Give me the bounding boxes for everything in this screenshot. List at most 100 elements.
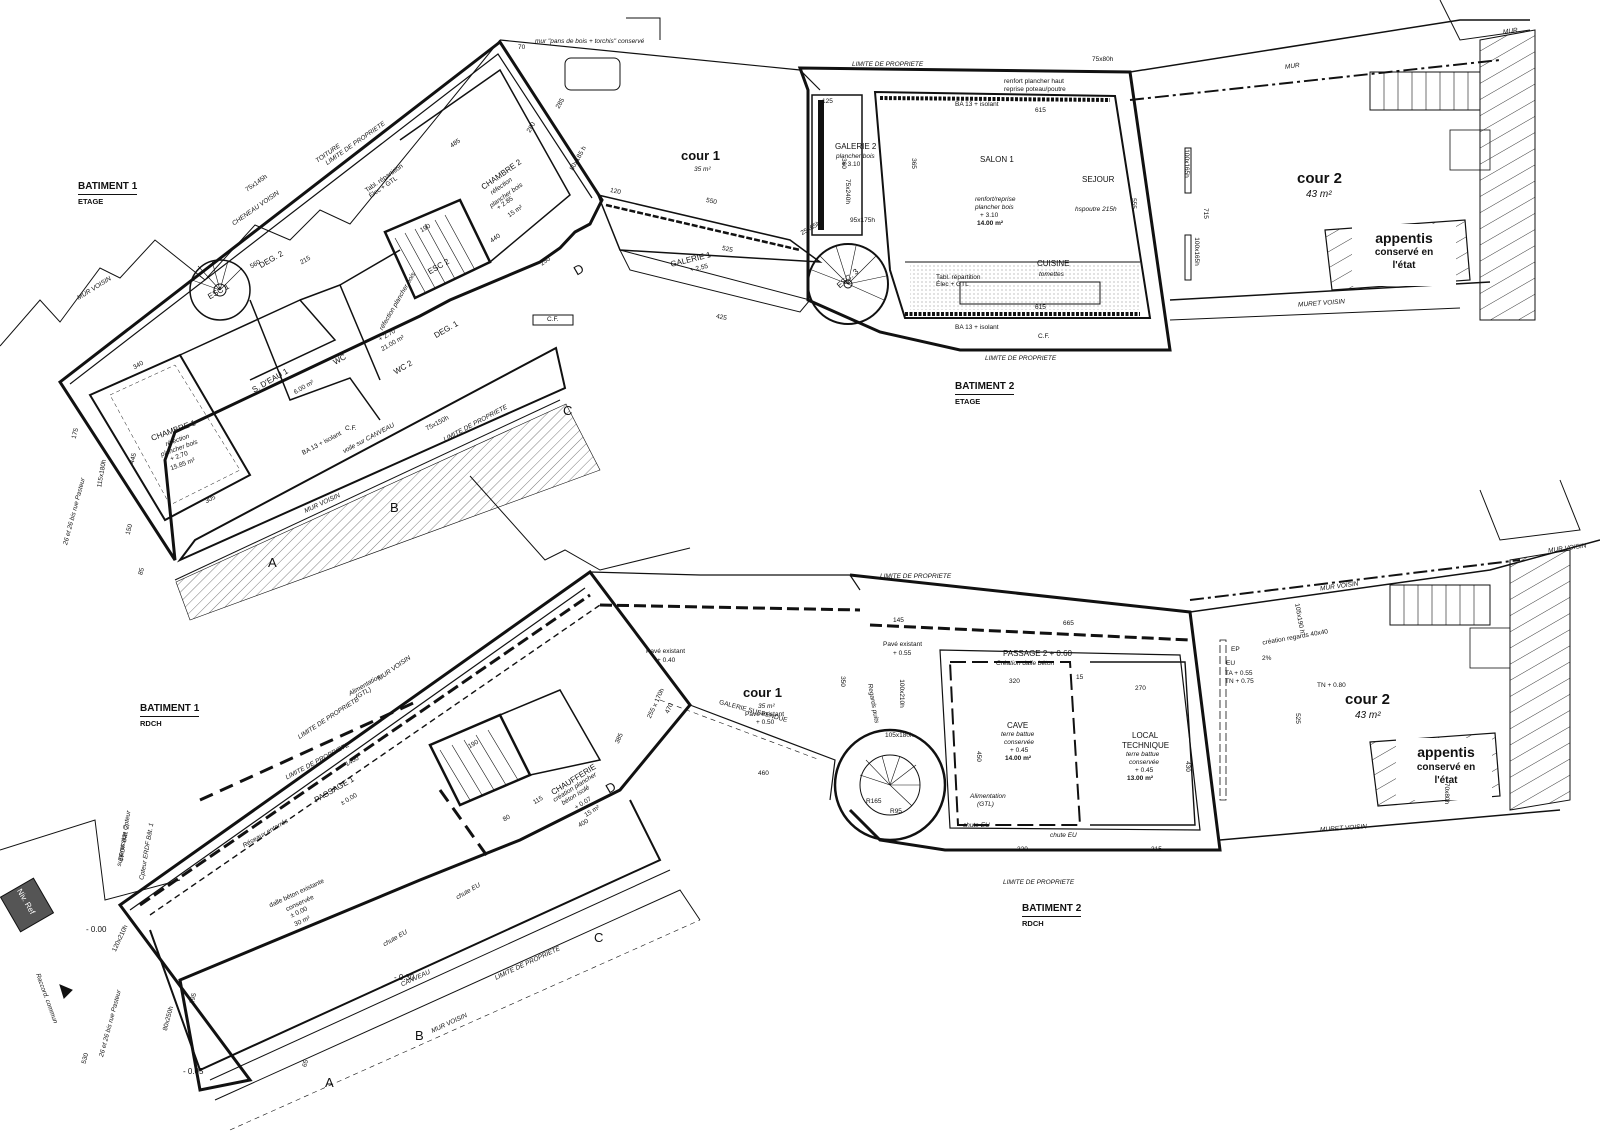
dim-615: 615 — [1035, 107, 1046, 114]
elec-label: Élec + GTL — [936, 281, 969, 288]
dim-315: 315 — [1151, 846, 1162, 853]
cour2-label-upper: cour 2 — [1297, 170, 1343, 187]
dim-350: 350 — [838, 676, 846, 687]
galerie2-note: plancher bois — [836, 153, 875, 160]
dim-320b: 320 — [1017, 846, 1028, 853]
tn080-label: TN + 0.80 — [1317, 682, 1346, 689]
salon-area: 14.00 m² — [977, 220, 1004, 227]
passage2-label: PASSAGE 2 + 0.60 — [1003, 649, 1073, 658]
section-a-upper: A — [268, 555, 277, 570]
tomettes-label: tomettes — [1039, 271, 1064, 278]
local-note2: conservée — [1129, 759, 1159, 766]
cour2-label-lower: cour 2 — [1345, 691, 1391, 708]
b2-etage-level: ETAGE — [955, 394, 1015, 408]
b2-etage-title: BATIMENT 2 ETAGE — [955, 381, 1015, 408]
radius-165: R165 — [866, 798, 882, 805]
dim-665: 665 — [1063, 620, 1074, 627]
galerie2-label: GALERIE 2 — [835, 142, 877, 151]
dim-715: 715 — [1201, 208, 1209, 219]
cave-area: 14.00 m² — [1005, 755, 1032, 762]
pave1-level: + 0.40 — [657, 657, 676, 664]
opening-100x165b: 100x165h — [1192, 237, 1200, 266]
chute-eu-1: chute EU — [963, 822, 990, 829]
dim-145: 145 — [893, 617, 904, 624]
radius-95: R95 — [890, 808, 902, 815]
salon-plancher: plancher bois — [975, 204, 1014, 211]
mur-pans-label: mur "pans de bois + torchis" conservé — [535, 38, 645, 45]
b2-rdch-title: BATIMENT 2 RDCH — [1022, 903, 1082, 930]
passage2-note: Création dalle béton — [996, 660, 1055, 667]
cf-upper: C.F. — [1038, 333, 1050, 340]
b2-etage-label: BATIMENT 2 — [955, 381, 1015, 392]
opening-75x80: 75x80h — [1092, 56, 1114, 63]
pave2-level: + 0.55 — [893, 650, 912, 657]
b2-rdch-label: BATIMENT 2 — [1022, 903, 1082, 914]
reprise-label: reprise poteau/poutre — [1004, 86, 1066, 93]
cuisine-label: CUISINE — [1037, 259, 1070, 268]
local-note1: terre battue — [1126, 751, 1160, 758]
opening-100x165: 100x165h — [1182, 149, 1190, 178]
b1-rdch-label: BATIMENT 1 — [140, 703, 200, 714]
dim-70: 70 — [518, 44, 526, 51]
cf-upper-3: C.F. — [345, 425, 357, 432]
appentis-lower-1: appentis — [1417, 744, 1475, 760]
cave-label: CAVE — [1007, 721, 1029, 730]
limite-lower-1: LIMITE DE PROPRIETE — [880, 573, 952, 580]
dim-320: 320 — [1009, 678, 1020, 685]
lower-plan — [0, 475, 1600, 1131]
upper-plan — [0, 0, 1536, 621]
cour2-area-lower: 43 m² — [1355, 710, 1381, 721]
salon-renfort: renfort/reprise — [975, 196, 1016, 203]
tabl-label: Tabl. répartition — [936, 274, 981, 281]
ba13-upper-2: BA 13 + isolant — [955, 324, 999, 331]
section-b-upper: B — [390, 500, 399, 515]
ba13-upper: BA 13 + isolant — [955, 101, 999, 108]
appentis-lower-3: l'état — [1434, 775, 1458, 786]
appentis-upper-1: appentis — [1375, 230, 1433, 246]
hspoutre-upper: hspoutre 215h — [1075, 206, 1117, 213]
cour1-level-lower: + 0.50 — [756, 719, 775, 726]
section-c-lower: C — [594, 930, 604, 945]
dim-525-lower: 525 — [1293, 713, 1301, 724]
section-c-upper: C — [563, 403, 573, 418]
galerie2-level: + 3.10 — [842, 161, 861, 168]
cave-note1: terre battue — [1001, 731, 1035, 738]
cave-level: + 0.45 — [1010, 747, 1029, 754]
level-m005: - 0.05 — [183, 1067, 204, 1076]
cf-upper-2: C.F. — [547, 316, 559, 323]
cour1-note-lower: Pavé existant — [745, 711, 785, 718]
chute-eu-2: chute EU — [1050, 832, 1077, 839]
cour1-area-upper: 35 m² — [694, 166, 711, 173]
local-level: + 0.45 — [1135, 767, 1154, 774]
renfort-haut-label: renfort plancher haut — [1004, 78, 1064, 85]
dim-365: 365 — [909, 158, 917, 169]
cour2-area-upper: 43 m² — [1306, 189, 1332, 200]
salon-label: SALON 1 — [980, 155, 1014, 164]
b2-rdch-level: RDCH — [1022, 916, 1082, 930]
dim-450: 450 — [974, 751, 982, 762]
limite-lower-2: LIMITE DE PROPRIETE — [1003, 879, 1075, 886]
opening-105x180: 105x180h — [885, 732, 914, 739]
opening-100x210: 100x210h — [897, 679, 905, 708]
tn075-label: TN + 0.75 — [1225, 678, 1254, 685]
local-area: 13.00 m² — [1127, 775, 1154, 782]
gtl-b2: (GTL) — [977, 801, 994, 808]
ta055-label: TA + 0.55 — [1225, 670, 1253, 677]
ep-marker: EP — [1231, 646, 1240, 653]
level-m030: - 0.30 — [394, 973, 415, 982]
cave-note2: conservée — [1004, 739, 1034, 746]
b1-etage-label: BATIMENT 1 — [78, 181, 138, 192]
opening-95x175: 95x175h — [850, 217, 875, 224]
level-m000: - 0.00 — [86, 925, 107, 934]
dim-460: 460 — [758, 770, 769, 777]
eu-marker: EU — [1226, 660, 1236, 667]
limite-upper-2: LIMITE DE PROPRIETE — [985, 355, 1057, 362]
pave2-label: Pavé existant — [883, 641, 923, 648]
dim-125: 125 — [822, 98, 833, 105]
appentis-upper-2: conservé en — [1374, 247, 1434, 258]
section-b-lower: B — [415, 1028, 424, 1043]
slope-2pct: 2% — [1262, 655, 1272, 662]
opening-75x240: 75x240h — [843, 179, 851, 204]
dim-270: 270 — [1135, 685, 1146, 692]
dim-615b: 615 — [1035, 304, 1046, 311]
